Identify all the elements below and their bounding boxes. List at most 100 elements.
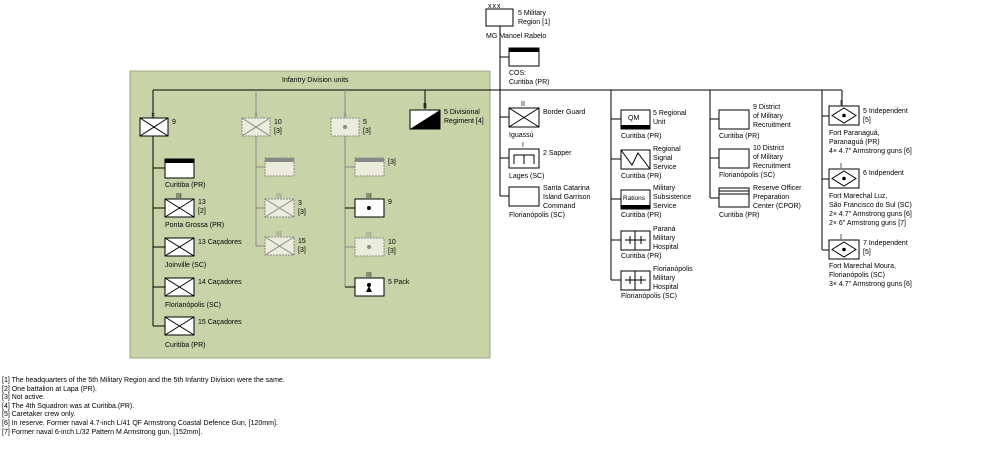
col-a-unit-2: I 2 Sapper Lages (SC) — [500, 142, 572, 180]
hq-label-1: 5 Military — [518, 10, 547, 17]
svg-text:Regional: Regional — [653, 146, 681, 153]
svg-text:Curitiba (PR): Curitiba (PR) — [165, 342, 205, 349]
svg-text:Florianópolis: Florianópolis — [653, 266, 693, 273]
svg-text:Hospital: Hospital — [653, 284, 679, 291]
svg-text:São Francisco do Sul (SC): São Francisco do Sul (SC) — [829, 202, 912, 209]
col-c-unit-2: 10 District of Military Recruitment Flor… — [710, 145, 791, 179]
cos-label: COS: — [509, 70, 526, 77]
svg-text:III: III — [366, 272, 372, 279]
svg-text:7 Independent: 7 Independent — [863, 240, 908, 247]
footnotes: [1] The headquarters of the 5th Military… — [2, 377, 602, 437]
svg-text:Santa Catarina: Santa Catarina — [543, 185, 590, 192]
svg-text:Florianópolis (SC): Florianópolis (SC) — [621, 293, 677, 300]
div9-marker: × — [151, 112, 155, 119]
footnote-2: [2] One battalion at Lapa (PR). — [2, 385, 97, 393]
div5reg-label-2: Regiment [4] — [444, 118, 484, 125]
cos-location: Curitiba (PR) — [509, 79, 549, 86]
col5-unit-2: III 9 — [345, 193, 392, 218]
svg-text:9 District: 9 District — [753, 104, 780, 111]
col-d-unit-1: I 5 Independent [5] Fort Paranaguá, Para… — [822, 100, 912, 155]
svg-text:Florianópolis (SC): Florianópolis (SC) — [829, 272, 885, 279]
col-a-unit-1: II Border Guard Iguassú — [500, 101, 586, 139]
div5-label-2: [3] — [363, 128, 371, 135]
div9-label: 9 — [172, 119, 176, 126]
svg-text:Fort Marechal Moura,: Fort Marechal Moura, — [829, 263, 896, 270]
col5-unit-1: [3] — [345, 157, 396, 177]
hq-symbol — [485, 8, 514, 27]
col9-unit-3: 13 Caçadores Joinville (SC) — [153, 237, 242, 269]
svg-text:Paraná: Paraná — [653, 226, 676, 233]
svg-text:[3]: [3] — [388, 248, 396, 255]
col-b-unit-4: Paraná Military Hospital Curitiba (PR) — [611, 226, 679, 260]
col9-unit-1: Curitiba (PR) — [153, 158, 205, 189]
footnote-7: [7] Former naval 6-inch L/32 Pattern M A… — [2, 428, 203, 436]
footnote-6: [6] In reserve. Former naval 4.7-inch L/… — [2, 419, 278, 427]
div10-label-2: [3] — [274, 128, 282, 135]
svg-text:III: III — [276, 231, 282, 238]
svg-text:[5]: [5] — [863, 249, 871, 256]
svg-text:Fort Paranaguá,: Fort Paranaguá, — [829, 130, 880, 137]
div5reg-fill — [410, 110, 440, 129]
svg-text:3× 4.7" Armstrong guns [6]: 3× 4.7" Armstrong guns [6] — [829, 281, 912, 288]
col-d-unit-2: I 6 Indpendent Fort Marechal Luz, São Fr… — [822, 163, 912, 227]
hq-size-marker: xxx — [488, 3, 502, 10]
svg-text:[3]: [3] — [298, 209, 306, 216]
col10-unit-3: III 15 [3] — [256, 231, 306, 256]
svg-text:QM: QM — [628, 115, 639, 122]
svg-text:Island Garrison: Island Garrison — [543, 194, 591, 201]
svg-text:9: 9 — [388, 199, 392, 206]
col-b-unit-1: QM 5 Regional Unit Curitiba (PR) — [611, 109, 687, 140]
svg-text:3: 3 — [298, 200, 302, 207]
col-b-unit-2: Regional Signal Service Curitiba (PR) — [611, 146, 681, 180]
svg-text:4× 4.7" Armstrong guns [6]: 4× 4.7" Armstrong guns [6] — [829, 148, 912, 155]
footnote-4: [4] The 4th Squadron was at Curitiba.(PR… — [2, 402, 135, 410]
svg-text:10 District: 10 District — [753, 145, 784, 152]
svg-text:Curitiba (PR): Curitiba (PR) — [719, 212, 759, 219]
svg-text:Florianópolis (SC): Florianópolis (SC) — [165, 302, 221, 309]
svg-text:Unit: Unit — [653, 119, 666, 126]
col5-unit-3: III 10 [3] — [345, 232, 396, 257]
footnote-5: [5] Caretaker crew only. — [2, 411, 76, 419]
svg-text:Border Guard: Border Guard — [543, 109, 586, 116]
svg-text:2× 4.7" Armstrong guns [6]: 2× 4.7" Armstrong guns [6] — [829, 211, 912, 218]
svg-text:[3]: [3] — [388, 159, 396, 166]
svg-text:Subsistence: Subsistence — [653, 194, 691, 201]
svg-text:Recruitment: Recruitment — [753, 122, 791, 129]
footnote-3: [3] Not active. — [2, 394, 45, 402]
svg-text:I: I — [840, 234, 842, 241]
svg-text:III: III — [366, 193, 372, 200]
svg-text:2× 6" Armstrong guns [7]: 2× 6" Armstrong guns [7] — [829, 220, 906, 227]
svg-text:Lages (SC): Lages (SC) — [509, 173, 544, 180]
svg-text:Hospital: Hospital — [653, 244, 679, 251]
col9-unit-4: 14 Caçadores Florianópolis (SC) — [153, 277, 242, 309]
division-title: Infantry Division units — [282, 77, 349, 84]
svg-text:Reserve Officer: Reserve Officer — [753, 185, 802, 192]
div5-marker: × — [343, 112, 347, 119]
svg-text:II: II — [521, 101, 525, 108]
svg-text:Military: Military — [653, 185, 676, 192]
div5-dot — [343, 125, 347, 129]
hq-commander: MG Manoel Rabelo — [486, 33, 546, 40]
svg-text:2 Sapper: 2 Sapper — [543, 150, 572, 157]
col9-unit-2: III 13 [2] Ponta Grossa (PR) — [153, 193, 224, 229]
svg-text:13: 13 — [198, 199, 206, 206]
svg-text:10: 10 — [388, 239, 396, 246]
cos-symbol-band — [509, 48, 539, 52]
hq-label-2: Region [1] — [518, 19, 550, 26]
svg-text:Service: Service — [653, 164, 676, 171]
div5-label-1: 5 — [363, 119, 367, 126]
svg-text:6 Indpendent: 6 Indpendent — [863, 170, 904, 177]
svg-text:Florianópolis (SC): Florianópolis (SC) — [509, 212, 565, 219]
col5-unit-4: III 5 Pack — [345, 272, 410, 297]
svg-text:Florianópolis (SC): Florianópolis (SC) — [719, 172, 775, 179]
svg-text:15: 15 — [298, 238, 306, 245]
svg-text:Rations: Rations — [623, 195, 646, 202]
div10-marker: × — [254, 112, 258, 119]
div5reg-label-1: 5 Divisional — [444, 109, 480, 116]
svg-text:[3]: [3] — [298, 247, 306, 254]
svg-text:14 Caçadores: 14 Caçadores — [198, 279, 242, 286]
svg-text:Signal: Signal — [653, 155, 673, 162]
footnote-1: [1] The headquarters of the 5th Military… — [2, 377, 285, 384]
svg-text:Curitiba (PR): Curitiba (PR) — [621, 173, 661, 180]
